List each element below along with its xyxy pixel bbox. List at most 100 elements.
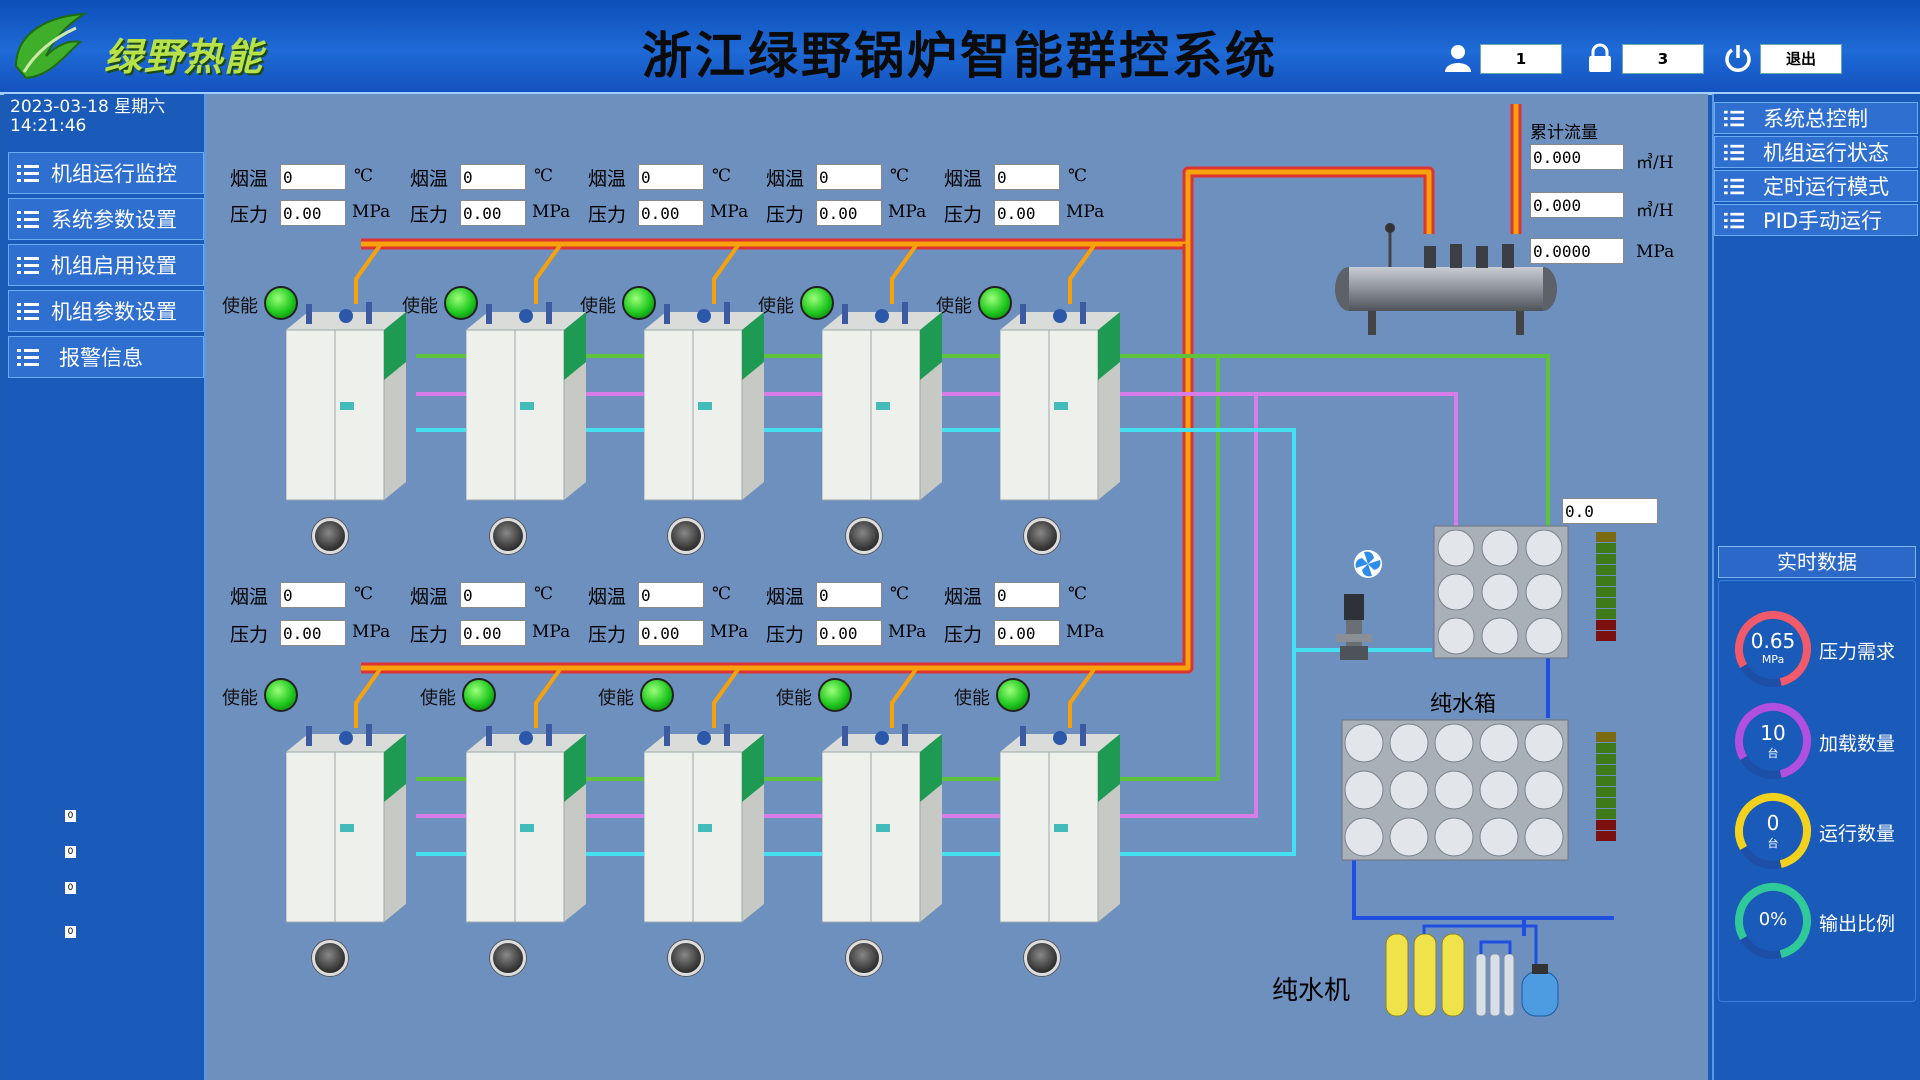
pressure-field[interactable]: 0.00 [994, 620, 1060, 646]
list-icon [1724, 212, 1744, 229]
pressure-unit: MPa [532, 622, 571, 642]
smoke-temp-field[interactable]: 0 [994, 164, 1060, 190]
smoke-temp-field[interactable]: 0 [460, 164, 526, 190]
status-knob[interactable] [846, 940, 882, 976]
running-count-gauge: 0 台 [1733, 791, 1813, 871]
nav-timer-mode[interactable]: 定时运行模式 [1714, 170, 1918, 202]
status-indicator: 0 [65, 810, 76, 822]
gauge-label: 输出比例 [1819, 913, 1896, 935]
enable-led[interactable] [640, 678, 674, 712]
nav-unit-params[interactable]: 机组参数设置 [8, 290, 204, 332]
status-knob[interactable] [1024, 518, 1060, 554]
boiler-unit[interactable] [466, 302, 586, 507]
status-knob[interactable] [490, 940, 526, 976]
pressure-label: 压力 [944, 624, 983, 646]
enable-label: 使能 [580, 296, 616, 317]
boiler-unit[interactable] [286, 724, 406, 929]
smoke-temp-label: 烟温 [230, 168, 269, 190]
enable-led[interactable] [800, 286, 834, 320]
power-icon[interactable] [1722, 42, 1754, 74]
enable-led[interactable] [978, 286, 1012, 320]
pressure-label: 压力 [410, 624, 449, 646]
pressure-unit: MPa [1066, 202, 1105, 222]
status-knob[interactable] [312, 518, 348, 554]
temp-unit: ℃ [712, 584, 732, 604]
pressure-field[interactable]: 0.00 [280, 200, 346, 226]
enable-led[interactable] [622, 286, 656, 320]
nav-alarm-info[interactable]: 报警信息 [8, 336, 204, 378]
pressure-unit: MPa [710, 202, 749, 222]
list-icon [17, 349, 39, 366]
smoke-temp-label: 烟温 [588, 586, 627, 608]
smoke-temp-field[interactable]: 0 [280, 582, 346, 608]
realtime-title: 实时数据 [1718, 546, 1916, 578]
pressure-field[interactable]: 0.00 [460, 200, 526, 226]
smoke-temp-label: 烟温 [766, 586, 805, 608]
enable-led[interactable] [996, 678, 1030, 712]
boiler-unit[interactable] [822, 302, 942, 507]
pressure-field[interactable]: 0.00 [994, 200, 1060, 226]
exit-button[interactable]: 退出 [1760, 44, 1842, 74]
brand-name: 绿野热能 [104, 35, 265, 79]
pressure-label: 压力 [230, 624, 269, 646]
smoke-temp-field[interactable]: 0 [816, 164, 882, 190]
boiler-unit[interactable] [644, 724, 764, 929]
enable-led[interactable] [264, 286, 298, 320]
smoke-temp-label: 烟温 [944, 168, 983, 190]
pressure-unit: MPa [888, 622, 927, 642]
smoke-temp-field[interactable]: 0 [280, 164, 346, 190]
status-knob[interactable] [490, 518, 526, 554]
status-knob[interactable] [846, 518, 882, 554]
pressure-field[interactable]: 0.00 [460, 620, 526, 646]
enable-led[interactable] [462, 678, 496, 712]
smoke-temp-label: 烟温 [410, 586, 449, 608]
pressure-field[interactable]: 0.00 [638, 620, 704, 646]
temp-unit: ℃ [712, 166, 732, 186]
temp-unit: ℃ [1068, 166, 1088, 186]
smoke-temp-label: 烟温 [230, 586, 269, 608]
status-indicator: 0 [65, 926, 76, 938]
nav-system-control[interactable]: 系统总控制 [1714, 102, 1918, 134]
list-icon [17, 257, 39, 274]
smoke-temp-label: 烟温 [588, 168, 627, 190]
status-knob[interactable] [668, 940, 704, 976]
pressure-field[interactable]: 0.00 [638, 200, 704, 226]
nav-pid-manual[interactable]: PID手动运行 [1714, 204, 1918, 236]
nav-unit-status[interactable]: 机组运行状态 [1714, 136, 1918, 168]
pressure-field[interactable]: 0.00 [816, 620, 882, 646]
enable-led[interactable] [264, 678, 298, 712]
gauge-value: 0.65 [1750, 629, 1796, 653]
boiler-unit[interactable] [1000, 302, 1120, 507]
enable-label: 使能 [936, 296, 972, 317]
status-knob[interactable] [668, 518, 704, 554]
smoke-temp-field[interactable]: 0 [638, 582, 704, 608]
boiler-unit[interactable] [1000, 724, 1120, 929]
flow-value-3: 0.0000 [1530, 238, 1624, 264]
smoke-temp-field[interactable]: 0 [994, 582, 1060, 608]
list-icon [17, 165, 39, 182]
gauge-unit: 台 [1767, 747, 1779, 760]
page-title: 浙江绿野锅炉智能群控系统 [642, 26, 1278, 85]
boiler-unit[interactable] [822, 724, 942, 929]
tank-level-meter-upper [1596, 532, 1616, 642]
smoke-temp-field[interactable]: 0 [638, 164, 704, 190]
nav-unit-enable[interactable]: 机组启用设置 [8, 244, 204, 286]
boiler-unit[interactable] [644, 302, 764, 507]
nav-system-params[interactable]: 系统参数设置 [8, 198, 204, 240]
status-knob[interactable] [312, 940, 348, 976]
nav-unit-monitor[interactable]: 机组运行监控 [8, 152, 204, 194]
pressure-field[interactable]: 0.00 [816, 200, 882, 226]
smoke-temp-field[interactable]: 0 [816, 582, 882, 608]
smoke-temp-field[interactable]: 0 [460, 582, 526, 608]
status-knob[interactable] [1024, 940, 1060, 976]
pressure-field[interactable]: 0.00 [280, 620, 346, 646]
gauge-value: 10 [1760, 721, 1786, 745]
enable-led[interactable] [444, 286, 478, 320]
lock-icon[interactable] [1584, 42, 1616, 74]
flow-unit-1: ㎥/H [1636, 153, 1674, 173]
company-logo [14, 12, 88, 80]
user-level-field: 1 [1480, 44, 1562, 74]
boiler-unit[interactable] [466, 724, 586, 929]
enable-led[interactable] [818, 678, 852, 712]
boiler-unit[interactable] [286, 302, 406, 507]
